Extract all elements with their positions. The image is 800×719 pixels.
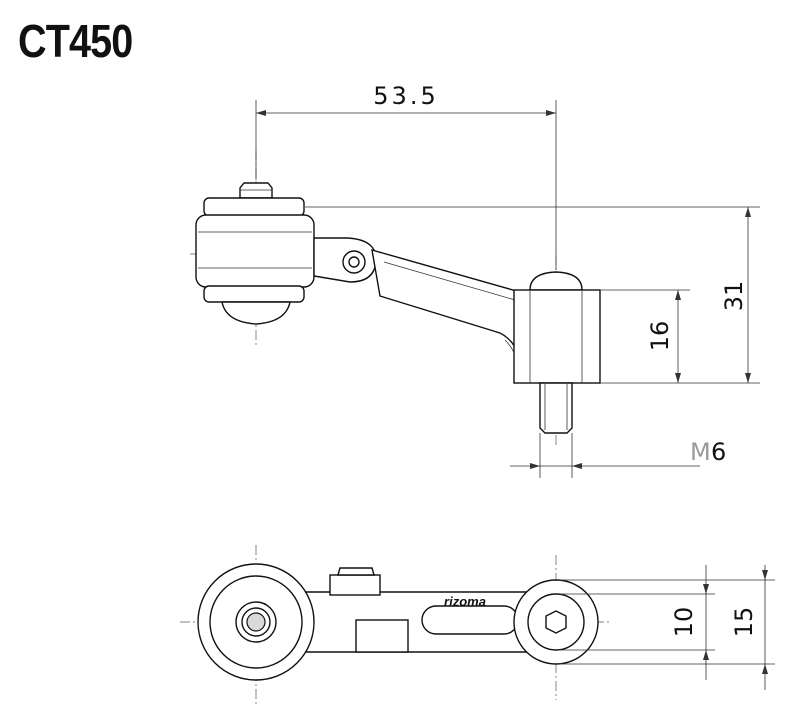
model-title: CT450: [18, 15, 133, 67]
height-dimension-label: 31: [720, 281, 748, 312]
thread-size-label: 6: [711, 438, 726, 466]
pivot-inner: [348, 256, 360, 268]
top-knob-center: [246, 612, 266, 632]
mount-height-dimension-label: 16: [646, 321, 674, 352]
threaded-stud: [539, 382, 573, 434]
knob-body: [195, 214, 315, 288]
width-dimension-label: 53.5: [373, 82, 438, 110]
top-arm-notch: [355, 619, 409, 653]
mount-cap: [529, 271, 583, 291]
top-outer-dimension-label: 15: [730, 607, 758, 638]
top-pin: [239, 182, 273, 199]
top-dimensions: 15 10: [560, 565, 775, 690]
top-pin-head: [337, 567, 375, 576]
hex-socket: [545, 610, 567, 634]
knob-top-ring: [203, 197, 305, 217]
side-view: [190, 150, 601, 445]
rizoma-logo: rizoma: [444, 594, 486, 609]
side-dimensions: 53.5 31 16 M 6: [255, 82, 760, 478]
thread-prefix-label: M: [690, 438, 711, 466]
knob-bottom-ring: [203, 285, 305, 303]
arm: [371, 249, 521, 359]
top-arm-step: [329, 574, 381, 596]
mount-body: [513, 289, 601, 384]
top-view: rizoma: [180, 545, 610, 705]
top-inner-dimension-label: 10: [670, 607, 698, 638]
arm-slot: [421, 605, 519, 635]
knob-cap: [221, 301, 291, 325]
